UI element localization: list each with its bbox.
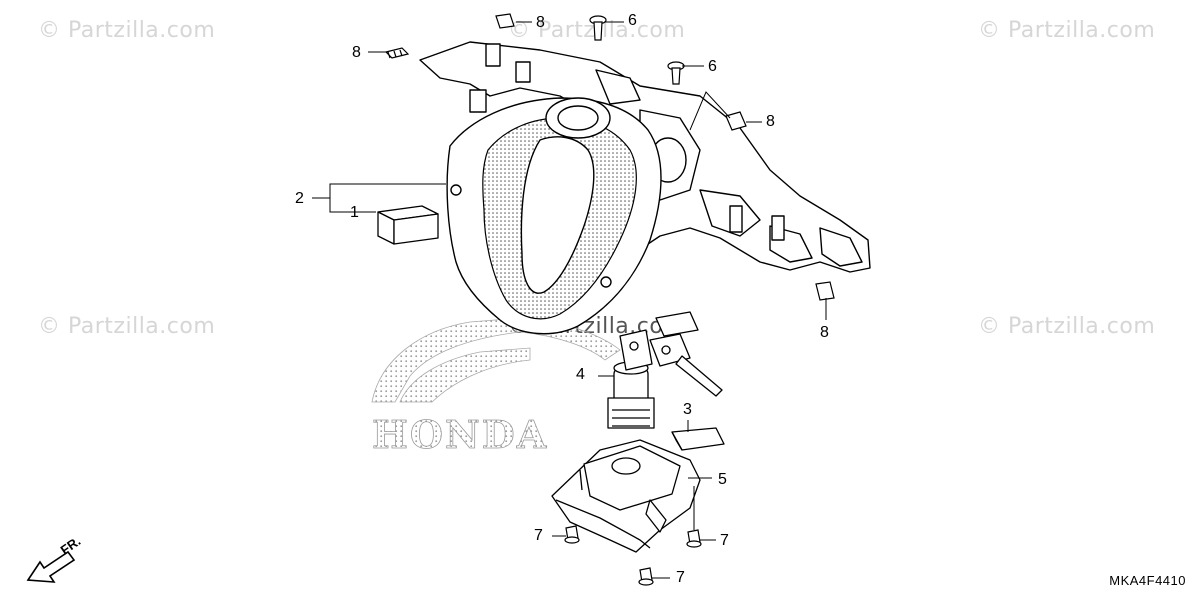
watermark-mid-left: © Partzilla.com — [38, 314, 216, 339]
callout-part-8-right: 8 — [766, 113, 775, 130]
callout-part-7-bottom: 7 — [676, 569, 685, 586]
callout-part-7-left: 7 — [534, 527, 543, 544]
screw-part-6 — [589, 15, 685, 85]
callout-part-6-top: 6 — [628, 12, 637, 29]
front-direction-arrow-icon — [26, 550, 76, 583]
callout-part-8-top-left: 8 — [352, 44, 361, 61]
leader-lines — [312, 21, 827, 579]
clip-part-8 — [384, 13, 835, 301]
key-cylinder-part-4 — [607, 311, 723, 429]
callout-part-8-top: 8 — [536, 14, 545, 31]
watermark-top-right: © Partzilla.com — [978, 18, 1156, 43]
foam-block-part-1 — [377, 205, 439, 245]
plate-part-3 — [671, 427, 725, 451]
screw-part-7 — [564, 525, 702, 586]
watermark-mid-right: © Partzilla.com — [978, 314, 1156, 339]
honda-wing-logo — [371, 317, 621, 403]
diagram-part-code: MKA4F4410 — [1109, 573, 1186, 588]
callout-part-3: 3 — [683, 401, 692, 418]
callout-part-4: 4 — [576, 366, 585, 383]
callout-part-6-right: 6 — [708, 58, 717, 75]
inner-cover-part-2 — [419, 41, 871, 335]
callout-part-8-bottom: 8 — [820, 324, 829, 341]
callout-part-5: 5 — [718, 471, 727, 488]
watermark-top-left: © Partzilla.com — [38, 18, 216, 43]
callout-part-7-right: 7 — [720, 532, 729, 549]
honda-brand-text: HONDA — [372, 412, 548, 457]
lock-bracket-part-5 — [551, 439, 701, 553]
callout-part-2: 2 — [295, 190, 304, 207]
callout-part-1: 1 — [350, 204, 359, 221]
